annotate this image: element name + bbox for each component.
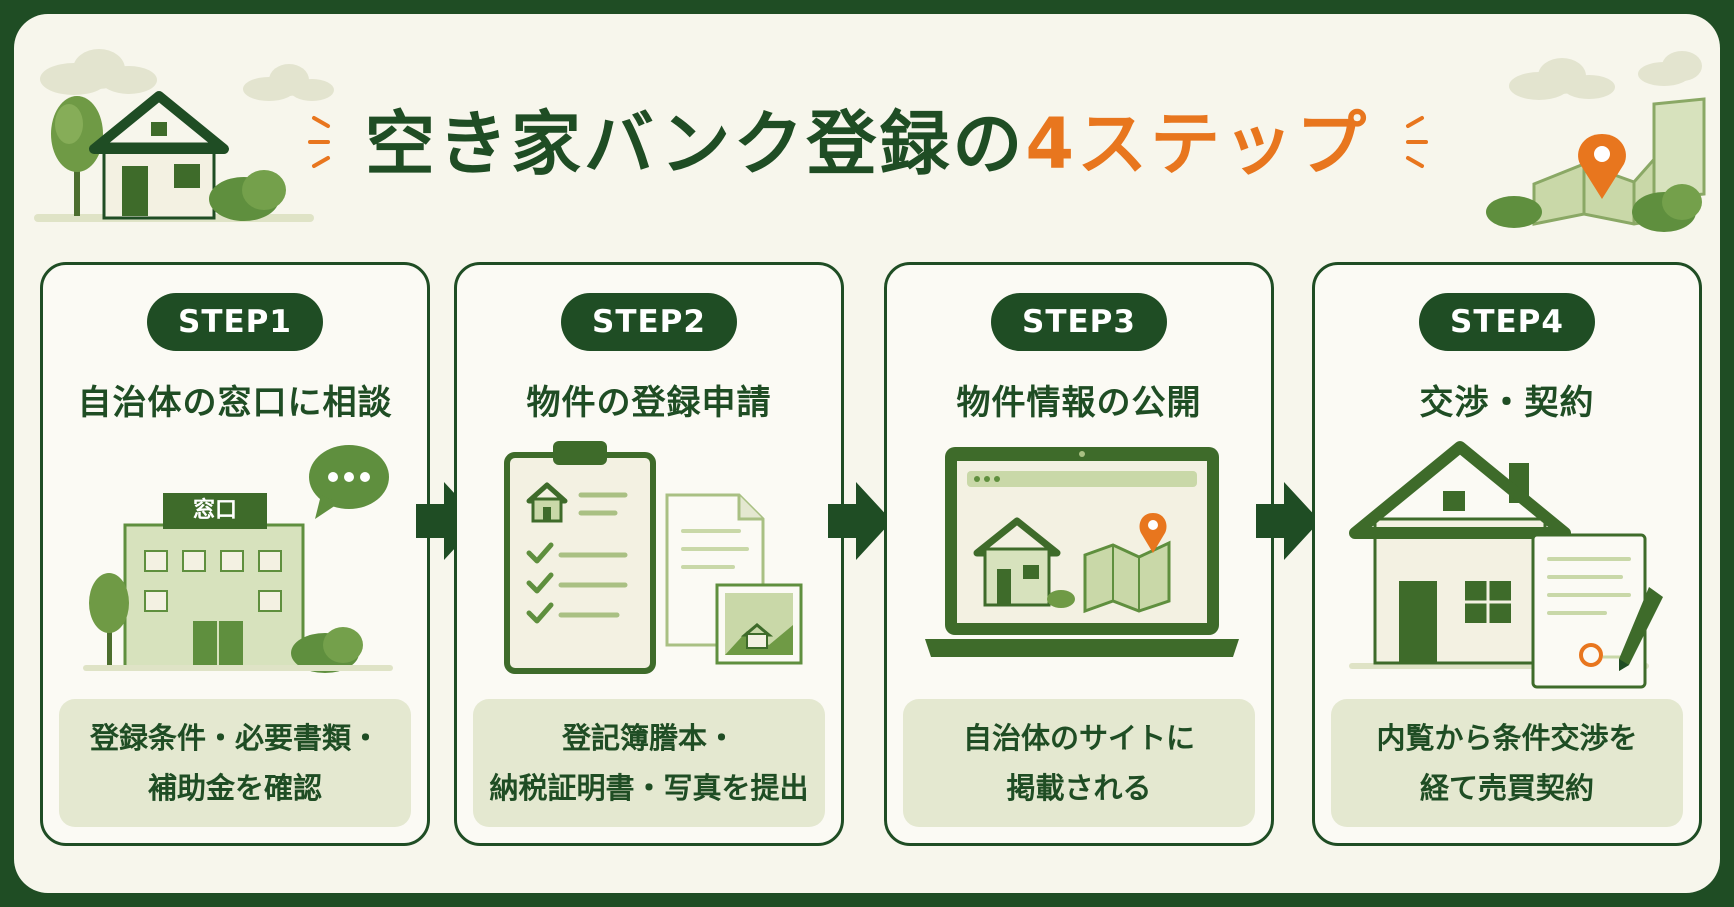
window-sign-label: 窓口: [192, 498, 237, 523]
header-decoration: [34, 49, 1706, 232]
location-pin-icon: [1578, 134, 1626, 199]
speech-bubble-icon: [309, 445, 389, 519]
step-desc-3-line1: 自治体のサイトに: [962, 721, 1195, 755]
clipboard-icon: [504, 441, 803, 674]
arrow-right-icon: [828, 482, 892, 560]
step-card-1: STEP1 自治体の窓口に相談: [40, 262, 430, 846]
house-icon: [89, 91, 229, 220]
step-card-3: STEP3 物件情報の公開: [884, 262, 1274, 846]
step-desc-2: 登記簿謄本・ 納税証明書・写真を提出: [473, 699, 825, 827]
step-heading-3: 物件情報の公開: [956, 383, 1202, 423]
right-accent-lines: [1406, 116, 1428, 168]
title-number: 4: [1025, 103, 1078, 185]
listing-house-icon: [973, 517, 1075, 608]
tree-icon: [51, 96, 103, 216]
step-desc-1: 登録条件・必要書類・ 補助金を確認: [59, 699, 411, 827]
left-accent-lines: [308, 116, 330, 168]
infographic-frame: 空き家バンク登録の4ステップ STEP1 自治体の窓口に相談: [14, 14, 1720, 893]
cloud-icon-right: [1509, 51, 1702, 100]
step-desc-3-line2: 掲載される: [1006, 771, 1152, 805]
title-suffix: ステップ: [1077, 103, 1370, 185]
page-title: 空き家バンク登録の4ステップ: [14, 94, 1720, 194]
house-contract-icon: [1349, 441, 1663, 689]
step-badge-1: STEP1: [147, 293, 323, 351]
cloud-icon: [40, 49, 334, 101]
step-badge-3: STEP3: [991, 293, 1167, 351]
photo-icon: [715, 583, 803, 665]
step-badge-2: STEP2: [561, 293, 737, 351]
listing-map-icon: [1083, 513, 1171, 614]
bush-icon: [209, 170, 286, 221]
step-desc-3: 自治体のサイトに 掲載される: [903, 699, 1255, 827]
step-card-4: STEP4 交渉・契約: [1312, 262, 1702, 846]
step-desc-1-line1: 登録条件・必要書類・: [89, 721, 380, 755]
step-desc-4-line2: 経て売買契約: [1419, 771, 1594, 805]
step-card-2: STEP2 物件の登録申請: [454, 262, 844, 846]
laptop-icon: [925, 447, 1239, 657]
step-badge-4: STEP4: [1419, 293, 1595, 351]
arrow-right-icon: [1256, 482, 1320, 560]
step-desc-4: 内覧から条件交渉を 経て売買契約: [1331, 699, 1683, 827]
step-desc-4-line1: 内覧から条件交渉を: [1376, 721, 1638, 755]
step-desc-2-line2: 納税証明書・写真を提出: [489, 771, 809, 805]
title-main: 空き家バンク登録の: [364, 103, 1026, 185]
office-building-icon: [83, 445, 393, 673]
pen-icon: [1619, 587, 1663, 671]
contract-document-icon: [1531, 533, 1647, 689]
step-heading-2: 物件の登録申請: [526, 383, 772, 423]
checkmark-icon: [526, 542, 554, 624]
arrow-right-icon: [416, 482, 480, 560]
mini-house-icon: [526, 482, 568, 523]
step-desc-2-line1: 登記簿謄本・: [561, 721, 736, 755]
bush-icon-right: [1486, 184, 1702, 232]
step-desc-1-line2: 補助金を確認: [147, 771, 322, 805]
step-heading-4: 交渉・契約: [1419, 383, 1595, 423]
step-heading-1: 自治体の窓口に相談: [77, 383, 393, 423]
